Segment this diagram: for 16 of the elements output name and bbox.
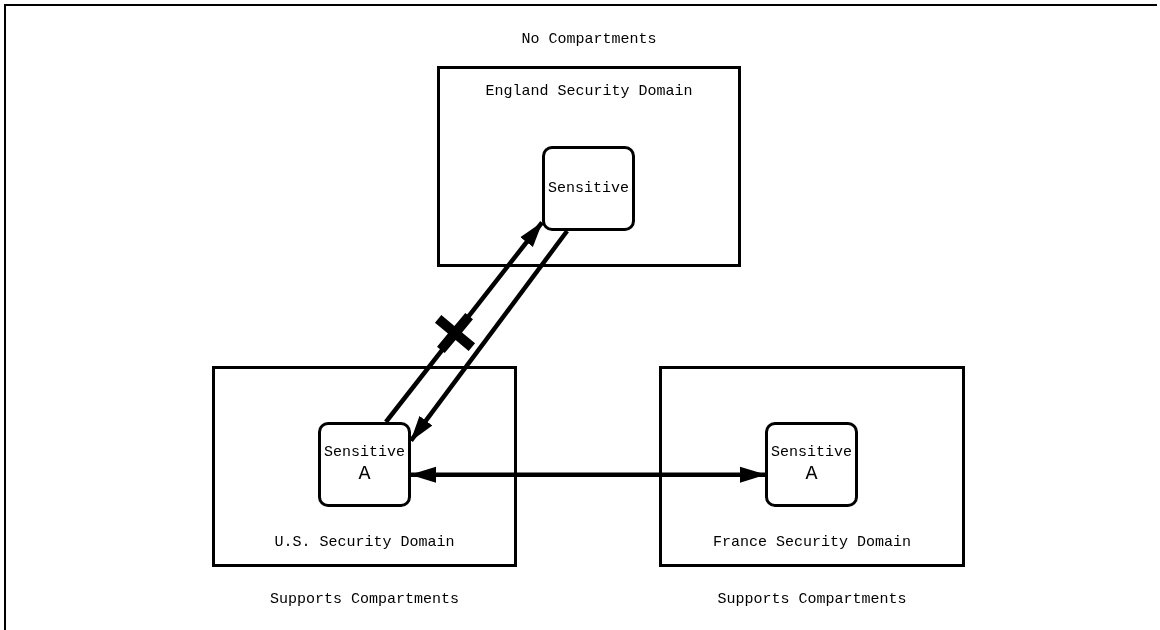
compartment-box	[765, 422, 858, 507]
compartment-box	[542, 146, 635, 231]
compartment-box	[318, 422, 411, 507]
domain-caption: Supports Compartments	[269, 591, 460, 608]
arrow	[409, 229, 569, 443]
domain-caption: No Compartments	[520, 31, 658, 48]
sensitivity-label: Sensitive	[771, 443, 852, 462]
arrow	[410, 466, 766, 483]
domain-label: England Security Domain	[484, 83, 694, 101]
sensitivity-label: Sensitive	[324, 443, 405, 462]
sensitivity-label: Sensitive	[548, 179, 629, 198]
compartment-letter: A	[805, 461, 818, 486]
domain-label: France Security Domain	[711, 534, 912, 552]
domain-label: U.S. Security Domain	[273, 534, 456, 552]
compartment-letter: A	[358, 461, 371, 486]
domain-caption: Supports Compartments	[716, 591, 908, 608]
